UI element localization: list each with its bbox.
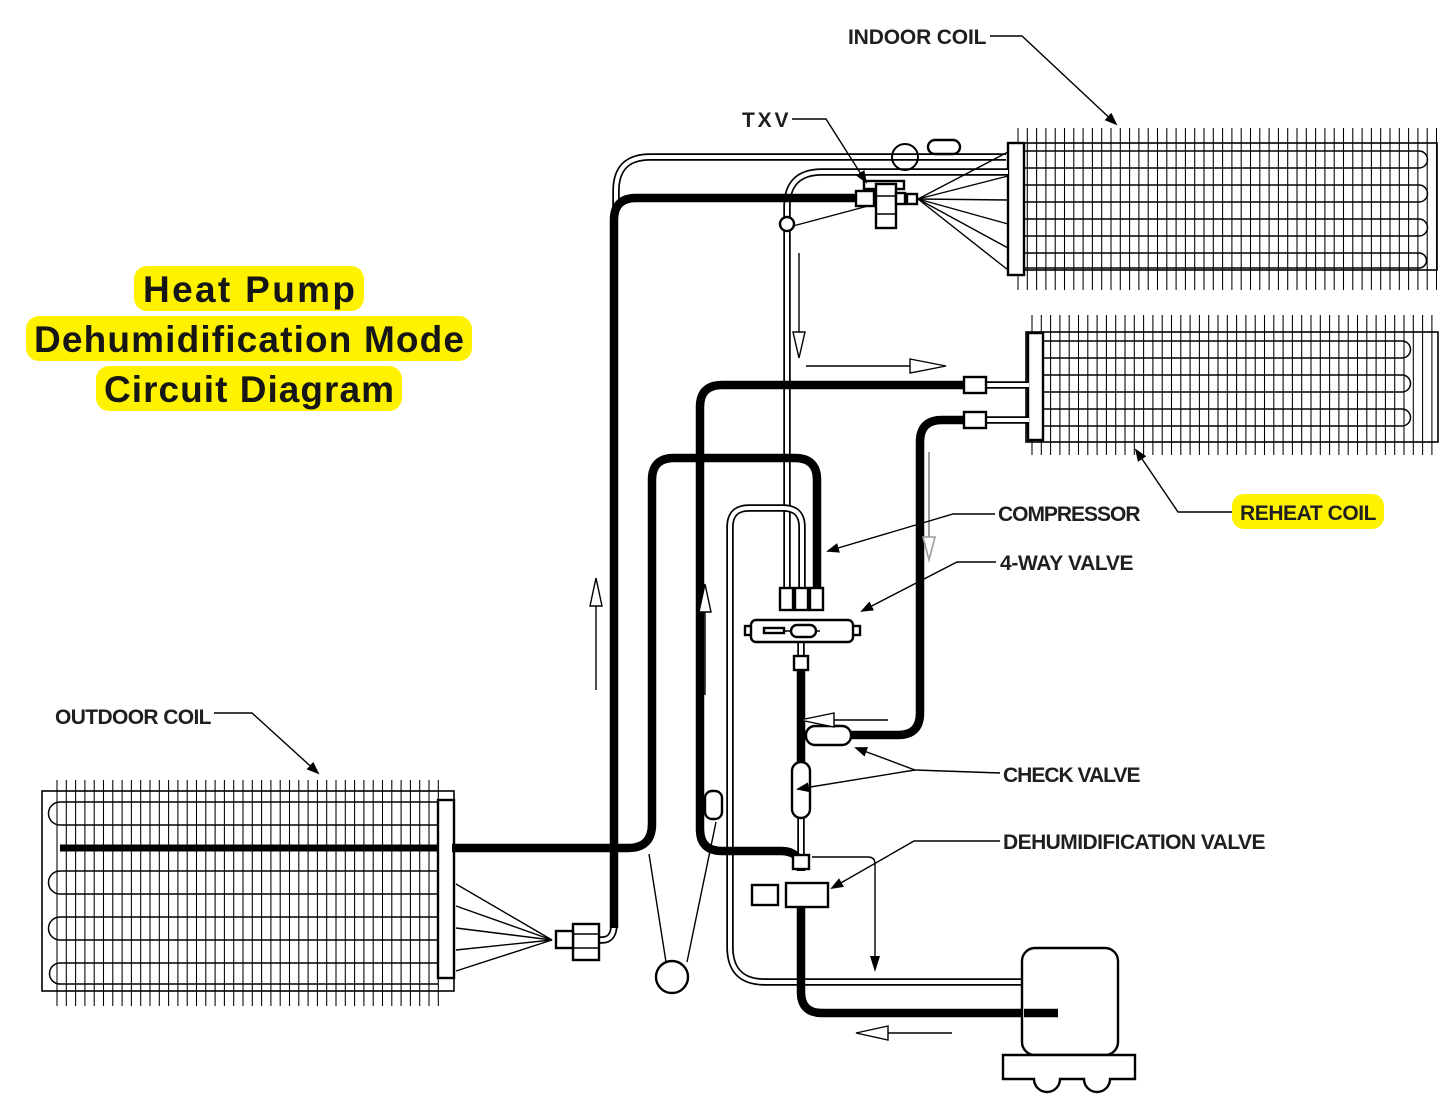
flow-arrow-down-thin-icon — [792, 253, 806, 359]
title-highlight-2 — [26, 316, 472, 361]
flow-arrow-right-icon — [806, 358, 947, 374]
label-indoor-coil: INDOOR COIL — [848, 26, 987, 49]
flow-arrow-up-right-icon — [698, 583, 712, 695]
title-highlight-1 — [134, 266, 364, 311]
equalizer-tap-icon — [778, 215, 796, 233]
check-valve-horizontal — [804, 724, 853, 747]
title-highlight-3 — [96, 366, 402, 411]
reheat-coil-fittings — [962, 375, 988, 430]
label-txv: TXV — [742, 109, 788, 132]
leader-check-valve-2 — [796, 769, 916, 793]
leader-outdoor-coil — [214, 712, 320, 775]
leader-compressor — [826, 513, 995, 553]
txv-valve — [854, 138, 1009, 271]
outdoor-coil-fins — [56, 780, 439, 1006]
leader-four-way-valve — [860, 561, 996, 612]
refrigerant-pipes-thin — [596, 153, 1029, 986]
distributor-lines — [455, 883, 553, 972]
reheat-coil-fins — [1031, 315, 1433, 455]
dehumidification-valve — [750, 853, 830, 909]
distributor-lines — [917, 151, 1009, 271]
label-dehumidification-valve: DEHUMIDIFICATION VALVE — [1003, 831, 1265, 854]
bypass-arrow-icon — [870, 956, 880, 972]
outdoor-txv-valve — [455, 789, 724, 995]
reheat-coil — [1025, 315, 1439, 455]
leader-indoor-coil — [990, 35, 1118, 126]
indoor-coil-header — [1006, 141, 1026, 277]
label-check-valve: CHECK VALVE — [1003, 764, 1140, 787]
flow-arrow-down-gray-icon — [921, 452, 937, 564]
sensing-bulb-icon — [654, 959, 690, 995]
reheat-coil-tubes — [1043, 340, 1412, 427]
label-four-way-valve: 4-WAY VALVE — [1000, 552, 1133, 575]
flow-arrow-left-bottom-icon — [855, 1025, 952, 1041]
flow-arrow-up-left-icon — [589, 577, 603, 690]
label-reheat-coil: REHEAT COIL — [1240, 502, 1377, 525]
leader-lines — [214, 35, 1234, 889]
indoor-coil — [1006, 128, 1438, 290]
compressor-base — [1001, 1053, 1137, 1094]
label-outdoor-coil: OUTDOOR COIL — [55, 706, 212, 729]
bulb-clamp-icon — [703, 789, 724, 821]
check-valve-vertical — [790, 760, 812, 820]
reheat-coil-header — [1026, 331, 1045, 442]
label-compressor: COMPRESSOR — [998, 503, 1140, 526]
outdoor-coil-tubes — [47, 801, 438, 985]
title-line-2: Dehumidification Mode — [34, 319, 464, 360]
indoor-coil-tubes — [1024, 150, 1429, 269]
four-way-valve — [743, 586, 862, 672]
txv-sensing-loop-icon — [891, 143, 919, 171]
leader-txv — [792, 118, 868, 184]
title-line-3: Circuit Diagram — [104, 369, 394, 410]
title-line-1: Heat Pump — [143, 269, 355, 310]
txv-fitting-icon — [926, 138, 962, 156]
reheat-coil-highlight — [1232, 494, 1384, 529]
indoor-coil-fins — [1017, 128, 1438, 290]
leader-reheat-coil — [1134, 448, 1234, 513]
diagram-title: Heat Pump Dehumidification Mode Circuit … — [26, 266, 472, 411]
outdoor-coil — [41, 780, 456, 1006]
compressor-unit — [1001, 946, 1137, 1094]
leader-dehumidification-valve — [830, 840, 1000, 889]
flow-arrow-left-checkvalve-icon — [799, 712, 888, 728]
txv-equalizer-line — [778, 205, 869, 233]
outdoor-coil-header — [436, 798, 456, 980]
leader-check-valve-1 — [854, 747, 1001, 774]
labels: INDOOR COIL TXV COMPRESSOR 4-WAY VALVE C… — [55, 26, 1384, 854]
flow-arrows — [589, 253, 952, 1041]
